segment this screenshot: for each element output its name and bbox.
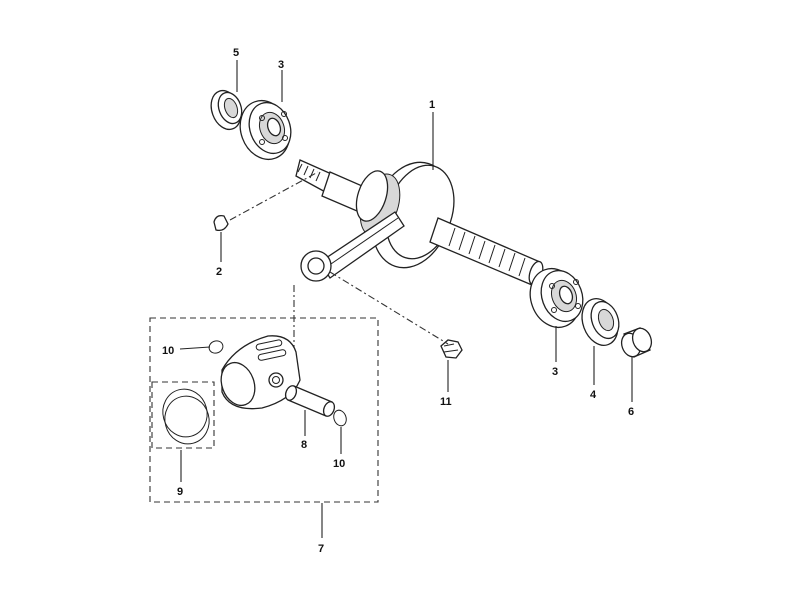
circlip-right [333,409,347,427]
right-oil-seal [581,298,620,346]
callout-3-right: 3 [552,366,558,378]
left-oil-seal [210,89,243,131]
callout-5: 5 [233,47,239,59]
nut [440,339,463,359]
callout-8: 8 [301,439,307,451]
callout-3-left: 3 [278,59,284,71]
callout-1: 1 [429,99,435,111]
piston-ring-box [151,381,215,449]
piston [220,335,301,410]
right-bearing [529,267,584,329]
piston-rings [162,388,210,445]
circlip-left [208,340,224,354]
collar [620,327,653,358]
callout-leaders [179,60,633,538]
left-bearing [239,99,292,161]
nut-leader-line [329,271,449,345]
callout-6: 6 [628,406,634,418]
callout-9: 9 [177,486,183,498]
callout-7: 7 [318,543,324,555]
piston-pin [284,385,336,417]
piston-set-box [149,317,379,503]
callout-11: 11 [440,396,452,408]
woodruff-key [213,214,229,232]
callout-10-right: 10 [333,458,345,470]
callout-2: 2 [216,266,222,278]
key-leader-line [229,171,319,221]
callout-4: 4 [590,389,597,401]
callout-10-left: 10 [162,345,174,357]
crankshaft [295,159,544,286]
